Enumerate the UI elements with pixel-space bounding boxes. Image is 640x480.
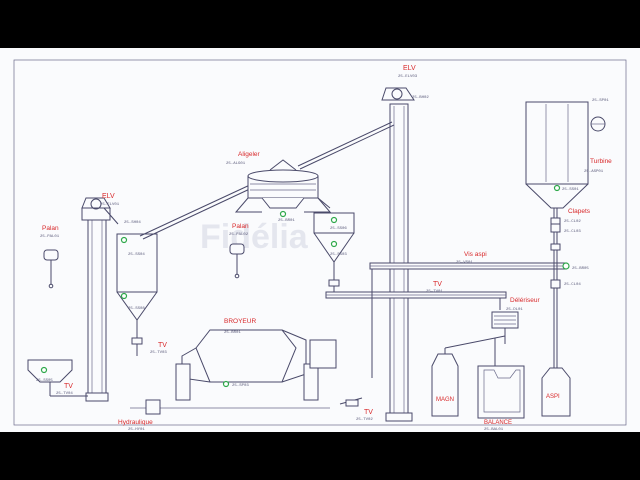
tag-tv-top: 25-TV01: [426, 290, 443, 294]
label-delerieur: Délériseur: [510, 297, 540, 304]
left-elevator: [81, 197, 119, 402]
label-aspi: ASPI: [546, 394, 560, 400]
label-tv-top: TV: [433, 281, 442, 288]
label-palan-left: Palan: [42, 225, 59, 232]
palan-mid: [229, 243, 245, 279]
tag-balance: 25-BAL01: [484, 428, 504, 432]
tag-hopper-left-top: 25-SS04: [128, 253, 145, 257]
sensor-left-top: [120, 236, 128, 244]
tag-hopper-mid-top: 25-SS06: [330, 227, 347, 231]
sensor-aligeler: [279, 210, 287, 218]
tag-vis-aspi: 25-VS01: [456, 261, 473, 265]
tag-hopper-mid-bottom: 25-SS03: [330, 253, 347, 257]
aspi-bag: [541, 367, 571, 417]
sensor-vis-aspi: [562, 262, 570, 270]
process-diagram: Fidélia: [13, 59, 627, 432]
tag-elv-right-head: 25-BH02: [412, 96, 429, 100]
tag-palan-left: 25-PAL01: [40, 235, 60, 239]
label-tv-left: TV: [64, 383, 73, 390]
tag-aligeler-sensor: 25-BR01: [278, 219, 295, 223]
tag-clapets: 25-CL02: [564, 220, 581, 224]
palan-left: [43, 249, 59, 289]
label-tv-bottom: TV: [364, 409, 373, 416]
turbine-filter: [525, 101, 606, 378]
tv-left-hopper: [27, 359, 88, 397]
tag-vis-aspi-sensor: 25-BR05: [572, 267, 589, 271]
balance-bag: [477, 365, 525, 419]
process-diagram-sheet: Fidélia: [0, 48, 640, 432]
tag-hopper-left-bottom: 25-SS08: [128, 307, 145, 311]
magn-bag: [431, 348, 459, 417]
label-turbine: Turbine: [590, 158, 612, 165]
tag-aligeler: 25-ALG01: [226, 162, 246, 166]
tag-elv-left: 25-ELV01: [100, 203, 120, 207]
broyeur: [130, 329, 337, 415]
sensor-tv-left: [40, 366, 48, 374]
tag-elv-right: 25-ELV03: [398, 75, 418, 79]
tag-tv-left-sensor: 25-SS05: [36, 379, 53, 383]
tag-turbine-sensor: 25-SS01: [562, 188, 579, 192]
sensor-mid-top: [330, 216, 338, 224]
tag-turbine-top: 25-SP01: [592, 99, 609, 103]
label-balance: BALANCE: [484, 420, 512, 426]
diagram-frame: [13, 59, 627, 426]
tv-conveyor-top: [325, 291, 507, 310]
tag-delerieur: 25-DL01: [506, 308, 523, 312]
label-tv-mid: TV: [158, 342, 167, 349]
tag-broyeur: 25-BR01: [224, 331, 241, 335]
tag-hydraulique: 25-HY01: [128, 428, 145, 432]
label-magn: MAGN: [436, 397, 454, 403]
sensor-turbine: [553, 184, 561, 192]
conveyor-aligeler-elv: [297, 121, 393, 167]
tag-turbine: 25-ASP01: [584, 170, 604, 174]
label-elv-left: ELV: [102, 193, 115, 200]
label-broyeur: BROYEUR: [224, 318, 256, 325]
sensor-left-bottom: [120, 292, 128, 300]
aligeler: [234, 159, 332, 213]
tag-elv-left-sensor: 25-SH04: [124, 221, 141, 225]
label-aligeler: Aligeler: [238, 151, 261, 158]
conveyor-to-aligeler: [139, 183, 253, 237]
tag-tv-mid: 25-TV03: [150, 351, 167, 355]
tv-bottom: [339, 397, 363, 407]
right-elevator: [381, 87, 415, 422]
delerieur: [444, 311, 519, 366]
sensor-mid-bottom: [330, 240, 338, 248]
left-hopper: [116, 233, 158, 356]
label-palan-mid: Palan: [232, 223, 249, 230]
tag-clapets-c: 25-CL04: [564, 283, 581, 287]
watermark: Fidélia: [200, 218, 309, 256]
label-vis-aspi: Vis aspi: [464, 251, 487, 258]
tag-tv-bottom: 25-TV02: [356, 418, 373, 422]
tag-clapets-b: 25-CL03: [564, 230, 581, 234]
vis-aspi-conveyor: [369, 262, 567, 378]
tag-tv-left: 25-TV04: [56, 392, 73, 396]
label-elv-right: ELV: [403, 65, 416, 72]
sensor-broyeur: [222, 380, 230, 388]
tag-palan-mid: 25-PAL02: [229, 233, 249, 237]
label-clapets: Clapets: [568, 208, 591, 215]
tag-broyeur-sensor: 25-SP03: [232, 384, 249, 388]
label-hydraulique: Hydraulique: [118, 419, 153, 426]
